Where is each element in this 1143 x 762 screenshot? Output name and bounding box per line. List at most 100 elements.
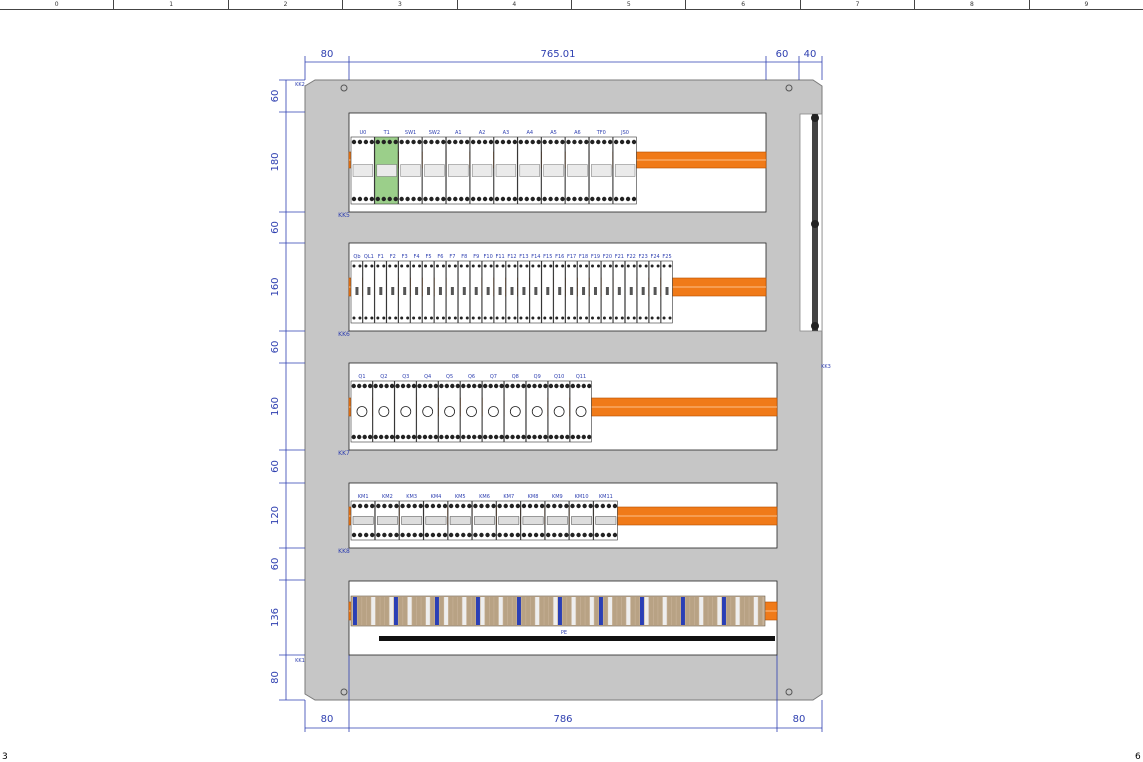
- device-km5[interactable]: KM5: [447, 494, 473, 541]
- device-f8[interactable]: F8: [458, 254, 470, 324]
- device-f21[interactable]: F21: [613, 254, 625, 324]
- device-km6[interactable]: KM6: [472, 494, 497, 541]
- device-js0[interactable]: JS0: [612, 130, 637, 205]
- device-terminal: [632, 316, 636, 320]
- device-terminal: [430, 316, 433, 320]
- device-f11[interactable]: F11: [493, 254, 506, 324]
- device-label: KM9: [552, 494, 563, 500]
- device-terminal: [606, 503, 612, 509]
- device-t1[interactable]: T1: [374, 130, 399, 205]
- dimension-label: 60: [270, 558, 281, 571]
- device-f18[interactable]: F18: [577, 254, 590, 324]
- device-terminal: [417, 383, 422, 389]
- device-qb[interactable]: Qb: [350, 254, 363, 324]
- device-a2[interactable]: A2: [469, 130, 494, 205]
- device-km9[interactable]: KM9: [544, 494, 570, 541]
- device-km4[interactable]: KM4: [423, 494, 448, 541]
- device-label: F10: [484, 254, 493, 260]
- device-km10[interactable]: KM10: [569, 494, 594, 541]
- device-km8[interactable]: KM8: [520, 494, 545, 541]
- device-f22[interactable]: F22: [624, 254, 637, 324]
- device-terminal: [450, 383, 455, 389]
- device-f13[interactable]: F13: [517, 254, 530, 324]
- terminal-block: [462, 597, 467, 625]
- device-sw1[interactable]: SW1: [398, 130, 423, 205]
- device-f1[interactable]: F1: [374, 254, 387, 324]
- terminal-block: [366, 597, 371, 625]
- device-km1[interactable]: KM1: [350, 494, 375, 541]
- device-q2[interactable]: Q2: [372, 374, 395, 443]
- device-f20[interactable]: F20: [601, 254, 614, 324]
- device-q4[interactable]: Q4: [416, 374, 439, 443]
- device-sw2[interactable]: SW2: [422, 130, 447, 205]
- device-f25[interactable]: F25: [660, 254, 673, 324]
- device-f16[interactable]: F16: [553, 254, 566, 324]
- device-f23[interactable]: F23: [636, 254, 649, 324]
- device-a4[interactable]: A4: [517, 130, 542, 205]
- device-km11[interactable]: KM11: [593, 494, 618, 541]
- device-terminal: [570, 383, 576, 389]
- device-f2[interactable]: F2: [386, 254, 399, 324]
- device-terminal: [537, 434, 543, 440]
- contactor-face: [449, 516, 471, 525]
- device-f9[interactable]: F9: [469, 254, 482, 324]
- device-f7[interactable]: F7: [446, 254, 459, 324]
- device-f10[interactable]: F10: [481, 254, 494, 324]
- device-terminal: [596, 139, 601, 145]
- device-terminal: [533, 503, 539, 509]
- device-f17[interactable]: F17: [565, 254, 578, 324]
- device-km7[interactable]: KM7: [496, 494, 521, 541]
- rotary-knob: [553, 406, 565, 417]
- device-q7[interactable]: Q7: [482, 374, 505, 443]
- device-a1[interactable]: A1: [446, 130, 470, 205]
- dimension-label: 60: [270, 460, 281, 473]
- pe-busbar: [379, 636, 775, 641]
- device-f12[interactable]: F12: [505, 254, 518, 324]
- terminal-block: [744, 597, 749, 625]
- device-terminal: [384, 383, 389, 389]
- device-q1[interactable]: Q1: [350, 374, 373, 443]
- device-km3[interactable]: KM3: [399, 494, 424, 541]
- device-km2[interactable]: KM2: [374, 494, 400, 541]
- breaker-toggle: [438, 287, 442, 295]
- device-f4[interactable]: F4: [410, 254, 423, 324]
- device-q9[interactable]: Q9: [525, 374, 548, 443]
- device-q6[interactable]: Q6: [460, 374, 483, 443]
- device-a6[interactable]: A6: [565, 130, 590, 205]
- device-q10[interactable]: Q10: [547, 374, 570, 443]
- device-f3[interactable]: F3: [398, 254, 411, 324]
- device-terminal: [564, 503, 569, 509]
- device-f24[interactable]: F24: [648, 254, 661, 324]
- device-f6[interactable]: F6: [434, 254, 447, 324]
- device-q3[interactable]: Q3: [394, 374, 417, 443]
- device-q11[interactable]: Q11: [569, 374, 592, 443]
- device-terminal: [411, 383, 417, 389]
- device-f5[interactable]: F5: [422, 254, 435, 324]
- device-label: F23: [639, 254, 648, 260]
- device-q8[interactable]: Q8: [504, 374, 526, 443]
- device-u0[interactable]: U0: [350, 130, 375, 205]
- device-f19[interactable]: F19: [589, 254, 602, 324]
- device-a5[interactable]: A5: [541, 130, 566, 205]
- device-terminal: [572, 139, 577, 145]
- device-label: F14: [531, 254, 540, 260]
- breaker-toggle: [558, 287, 562, 295]
- device-terminal: [564, 532, 569, 538]
- device-q5[interactable]: Q5: [438, 374, 461, 443]
- device-a3[interactable]: A3: [493, 130, 518, 205]
- device-f14[interactable]: F14: [529, 254, 542, 324]
- device-terminal: [503, 503, 508, 509]
- device-terminal: [513, 316, 517, 320]
- device-terminal: [596, 316, 600, 320]
- device-f15[interactable]: F15: [541, 254, 554, 324]
- device-terminal: [613, 139, 619, 145]
- device-ql1[interactable]: QL1: [362, 254, 375, 324]
- terminal-block: [444, 597, 449, 625]
- rail-5[interactable]: PE: [348, 580, 778, 656]
- device-tf0[interactable]: TF0: [589, 130, 613, 205]
